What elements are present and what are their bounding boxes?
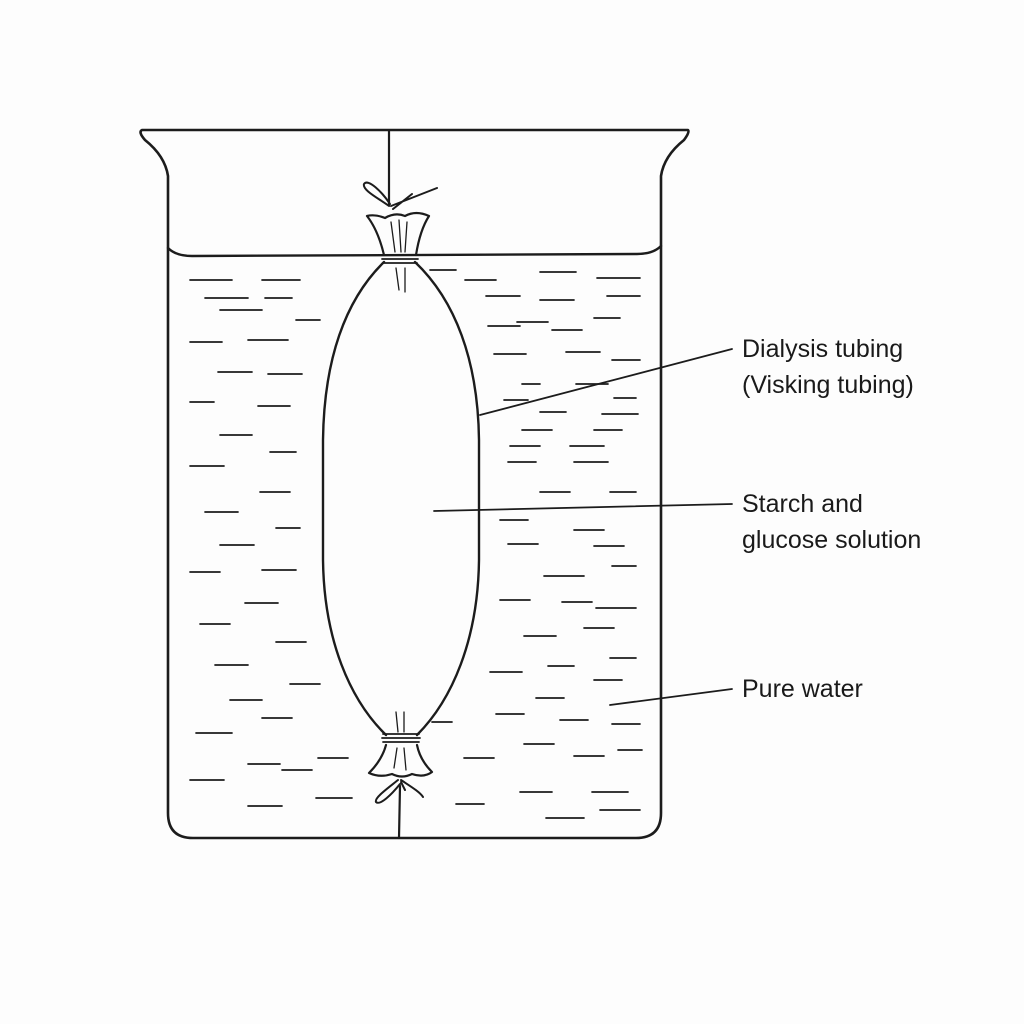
water-label-line1: Pure water	[742, 675, 863, 703]
string	[387, 129, 402, 840]
solution-label: Starch and glucose solution	[742, 486, 921, 558]
water-label: Pure water	[742, 671, 863, 707]
solution-leader	[433, 503, 733, 512]
tubing-label: Dialysis tubing (Visking tubing)	[742, 331, 914, 403]
beaker-outline	[139, 128, 690, 840]
string-lower	[397, 784, 402, 840]
top-tie	[381, 254, 419, 264]
bottom-bow	[374, 779, 424, 804]
beaker	[139, 128, 690, 840]
dialysis-tubing	[321, 181, 481, 804]
water-dashes	[189, 269, 643, 819]
top-bow	[362, 181, 438, 210]
bottom-tie	[381, 733, 421, 743]
top-neck	[365, 211, 431, 257]
solution-label-line1: Starch and	[742, 490, 863, 518]
water-leader	[609, 688, 733, 706]
solution-label-line2: glucose solution	[742, 526, 922, 554]
bottom-neck-folds	[393, 711, 407, 771]
bottom-neck	[367, 743, 434, 778]
top-neck-folds	[390, 219, 408, 293]
tubing-leader	[479, 348, 733, 416]
tubing-label-line1: Dialysis tubing	[742, 335, 904, 363]
leader-lines	[433, 348, 733, 706]
tubing-label-line2: (Visking tubing)	[742, 371, 914, 399]
tubing-body	[321, 260, 481, 737]
